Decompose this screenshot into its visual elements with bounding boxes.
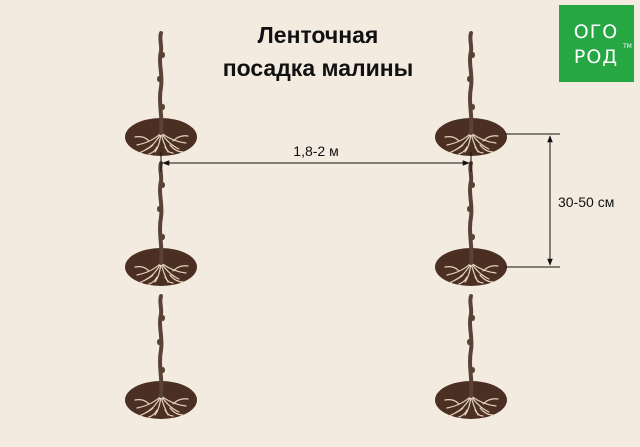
logo-trademark: TM — [622, 43, 632, 50]
plant-spacing-label: 30-50 см — [558, 194, 614, 210]
row-spacing-dimension: 1,8-2 м — [160, 143, 472, 172]
seedling-row1-right — [433, 31, 509, 158]
row-spacing-label: 1,8-2 м — [293, 143, 338, 159]
title-line-1: Ленточная — [258, 22, 379, 48]
logo-line-1: ОГО — [574, 21, 619, 43]
logo-line-2: РОД — [574, 46, 618, 68]
plant-spacing-dimension: 30-50 см — [505, 133, 614, 268]
seedling-row3-left — [123, 294, 199, 421]
seedling-row3-right — [433, 294, 509, 421]
ogorod-logo: ОГО РОД TM — [559, 5, 634, 82]
seedling-row2-right — [433, 161, 509, 288]
title-line-2: посадка малины — [223, 55, 414, 81]
logo-background — [559, 5, 634, 82]
seedling-row1-left — [123, 31, 199, 158]
seedling-row2-left — [123, 161, 199, 288]
